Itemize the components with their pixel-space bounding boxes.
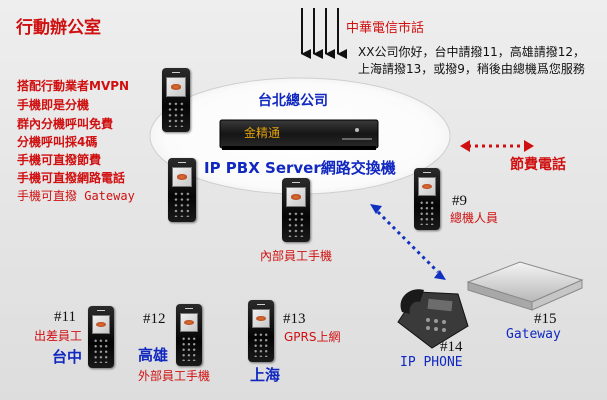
feature-item: 手機即是分機	[17, 98, 90, 112]
saving-call-label: 節費電話	[510, 157, 566, 173]
ip-phone-device	[397, 289, 469, 349]
remote-number-13: #13	[283, 311, 306, 327]
mobile-phone-icon	[176, 304, 202, 366]
external-phone-label: 外部員工手機	[138, 369, 211, 383]
greeting-line-1: XX公司你好，台中請撥11，高雄請撥12，	[358, 45, 585, 59]
blue-dotted-arrow	[370, 204, 446, 280]
city-shanghai: 上海	[250, 366, 281, 384]
ip-phone-label: IP PHONE	[400, 355, 463, 370]
feature-item: 手機可直撥 Gateway	[17, 189, 135, 203]
city-kaohsiung: 高雄	[138, 346, 169, 364]
mobile-phone-icon	[88, 306, 114, 368]
gateway-label: Gateway	[506, 327, 561, 342]
remote-label-business-trip: 出差員工	[34, 329, 83, 343]
feature-item: 手機可直撥網路電話	[17, 171, 126, 185]
city-taichung: 台中	[52, 348, 83, 366]
feature-item: 群內分機呼叫免費	[17, 117, 114, 131]
hq-label: 台北總公司	[258, 93, 328, 109]
remote-number-11: #11	[54, 309, 76, 325]
remote-label-gprs: GPRS上網	[284, 330, 341, 344]
pbx-server-box	[219, 119, 379, 150]
ip-phone-number: #14	[440, 339, 463, 355]
mobile-phone-icon	[282, 178, 310, 242]
server-label: IP PBX Server網路交換機	[204, 159, 396, 177]
device-brand-label: 金精通	[244, 126, 281, 140]
mobile-phone-icon	[162, 68, 190, 132]
gateway-device	[466, 261, 584, 311]
red-dotted-arrow	[460, 140, 534, 152]
remote-number-12: #12	[143, 311, 166, 327]
mobile-phone-icon	[168, 158, 196, 222]
telecom-lines	[301, 8, 347, 59]
operator-number: #9	[452, 193, 467, 209]
gateway-number: #15	[534, 311, 557, 327]
page-title: 行動辦公室	[16, 18, 101, 38]
mobile-phone-icon	[414, 168, 440, 230]
feature-item: 手機可直撥節費	[17, 153, 102, 167]
internal-phone-label: 內部員工手機	[260, 249, 333, 263]
feature-item: 搭配行動業者MVPN	[17, 79, 130, 93]
greeting-line-2: 上海請撥13，或撥9，稍後由總機爲您服務	[358, 62, 585, 76]
telecom-label: 中華電信市話	[346, 21, 425, 36]
operator-label: 總機人員	[450, 211, 499, 225]
feature-item: 分機呼叫採4碼	[17, 135, 98, 149]
mobile-phone-icon	[248, 300, 274, 362]
